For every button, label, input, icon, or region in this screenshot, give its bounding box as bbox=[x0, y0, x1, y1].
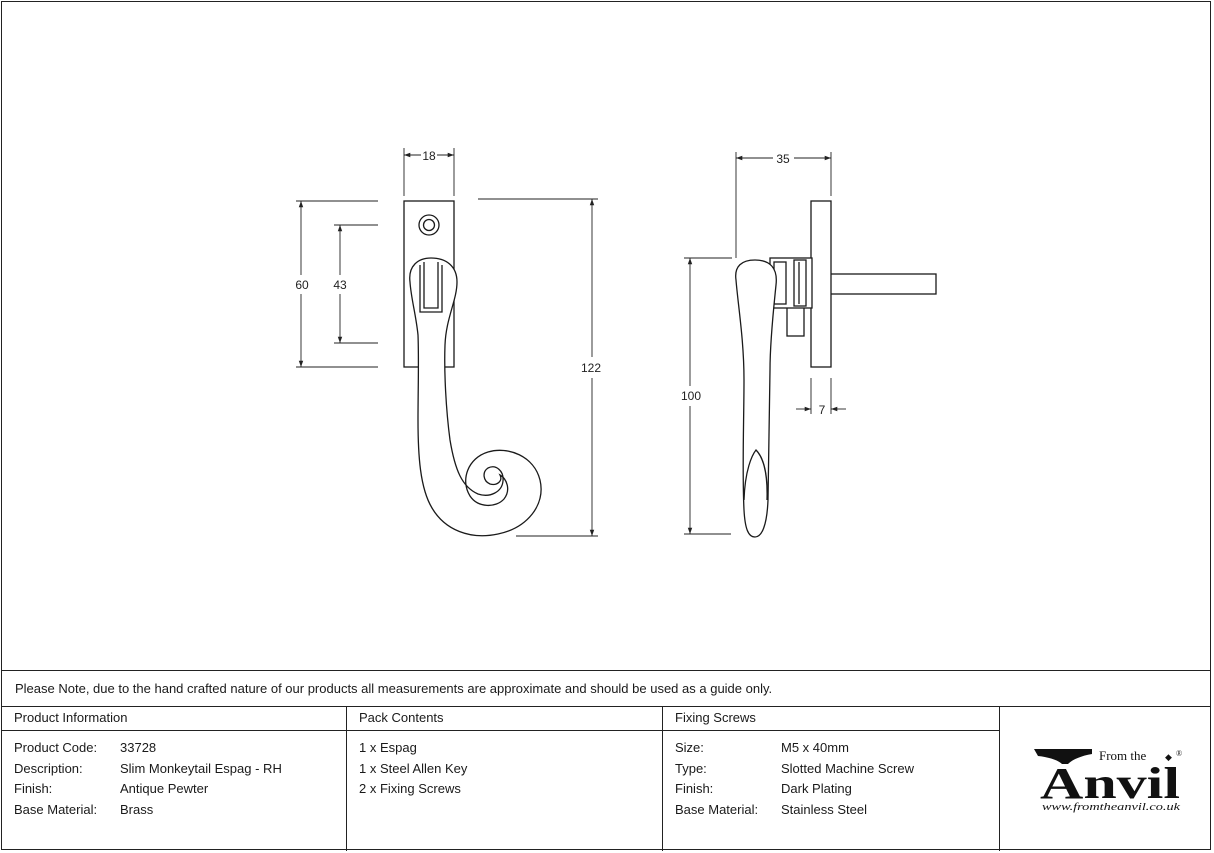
dim-front-screw-spacing: 43 bbox=[333, 278, 347, 292]
logo-url: www.fromtheanvil.co.uk bbox=[1042, 802, 1180, 813]
fixing-screws-heading: Fixing Screws bbox=[662, 706, 999, 731]
screw-finish-value: Dark Plating bbox=[781, 781, 852, 796]
description-value: Slim Monkeytail Espag - RH bbox=[120, 760, 282, 776]
spindle bbox=[828, 273, 937, 295]
front-handle bbox=[409, 257, 542, 537]
front-dimensions bbox=[296, 148, 598, 537]
dim-front-total-height: 122 bbox=[581, 361, 601, 375]
description-label: Description: bbox=[14, 760, 83, 776]
finish-value: Antique Pewter bbox=[120, 781, 209, 796]
logo-from-the: From the bbox=[1099, 748, 1147, 763]
pack-item: 1 x Espag bbox=[359, 740, 417, 755]
screw-type-row: Type: Slotted Machine Screw bbox=[675, 759, 999, 780]
side-lever bbox=[735, 259, 777, 538]
side-view bbox=[735, 200, 937, 538]
product-information-heading: Product Information bbox=[1, 706, 346, 731]
base-material-label: Base Material: bbox=[14, 801, 98, 817]
fixing-screws-panel: Fixing Screws Size: M5 x 40mm Type: Slot… bbox=[662, 706, 1000, 851]
screw-finish-row: Finish: Dark Plating bbox=[675, 779, 999, 800]
finish-label: Finish: bbox=[14, 781, 53, 796]
side-backplate bbox=[810, 200, 832, 368]
dim-front-width: 18 bbox=[422, 149, 436, 163]
screw-size-row: Size: M5 x 40mm bbox=[675, 738, 999, 759]
screw-material-value: Stainless Steel bbox=[781, 801, 867, 817]
dim-side-spindle-offset: 7 bbox=[819, 403, 826, 417]
logo-star: ◆ bbox=[1165, 753, 1172, 763]
product-code-value: 33728 bbox=[120, 740, 157, 755]
product-code-row: Product Code: 33728 bbox=[14, 738, 346, 759]
screw-hole bbox=[418, 214, 440, 236]
from-the-anvil-logo: From the ◆ ® Anvil www.fromtheanvil.co.u… bbox=[1034, 748, 1182, 813]
technical-drawing: 18 60 43 122 35 100 7 bbox=[295, 148, 937, 538]
dim-front-plate-height: 60 bbox=[295, 278, 309, 292]
logo-registered: ® bbox=[1176, 749, 1182, 758]
dim-side-depth: 35 bbox=[776, 152, 790, 166]
screw-type-label: Type: bbox=[675, 760, 707, 776]
screw-material-label: Base Material: bbox=[675, 801, 759, 817]
product-code-label: Product Code: bbox=[14, 740, 98, 755]
product-information-panel: Product Information Product Code: 33728 … bbox=[1, 706, 347, 851]
screw-type-value: Slotted Machine Screw bbox=[781, 760, 914, 776]
dim-side-height: 100 bbox=[681, 389, 701, 403]
anvil-icon bbox=[1034, 749, 1092, 764]
pack-item: 2 x Fixing Screws bbox=[359, 781, 461, 796]
front-view bbox=[403, 200, 542, 537]
screw-finish-label: Finish: bbox=[675, 781, 714, 796]
base-material-value: Brass bbox=[120, 801, 154, 817]
pack-contents-panel: Pack Contents 1 x Espag 1 x Steel Allen … bbox=[346, 706, 663, 851]
description-row: Description: Slim Monkeytail Espag - RH bbox=[14, 759, 346, 780]
logo-brand: Anvil bbox=[1040, 759, 1180, 808]
locating-pin bbox=[786, 305, 805, 337]
pack-item: 1 x Steel Allen Key bbox=[359, 760, 468, 776]
finish-row: Finish: Antique Pewter bbox=[14, 779, 346, 800]
screw-size-value: M5 x 40mm bbox=[781, 740, 849, 755]
measurement-note: Please Note, due to the hand crafted nat… bbox=[1, 670, 1211, 707]
screw-size-label: Size: bbox=[675, 740, 704, 755]
screw-material-row: Base Material: Stainless Steel bbox=[675, 800, 999, 821]
side-dimensions bbox=[684, 152, 846, 535]
base-material-row: Base Material: Brass bbox=[14, 800, 346, 821]
pack-contents-heading: Pack Contents bbox=[346, 706, 662, 731]
